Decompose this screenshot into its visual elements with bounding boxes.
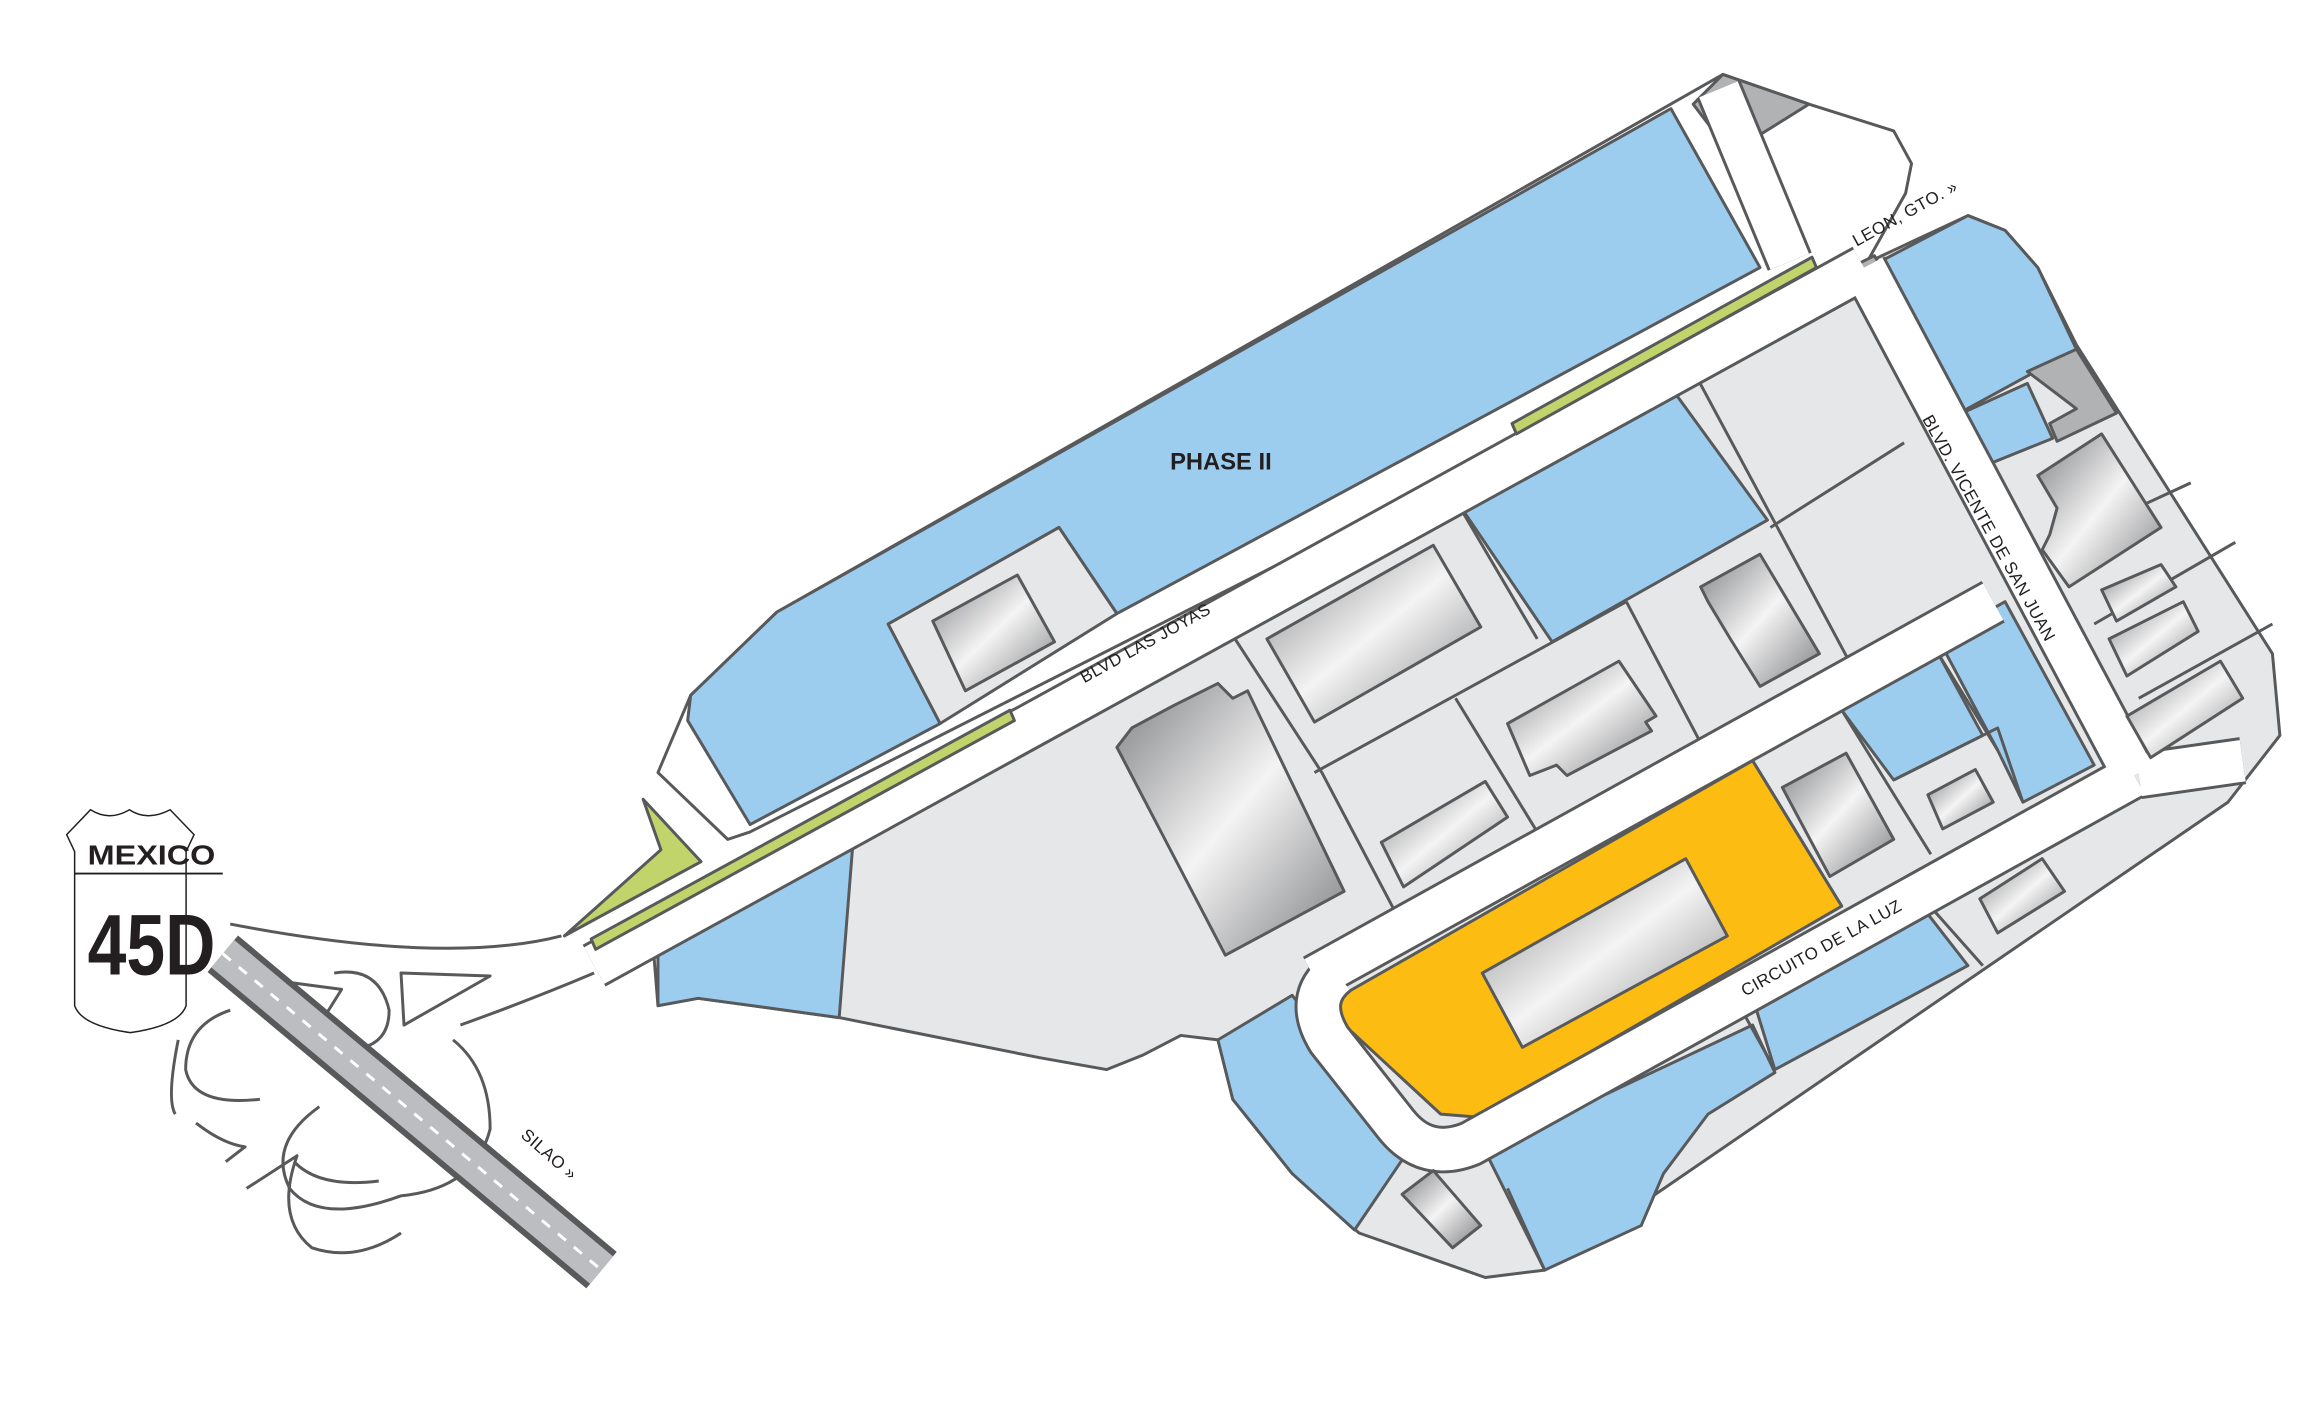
buildings: [931, 432, 2245, 1250]
building[interactable]: [1780, 751, 1896, 878]
shield-route: 45D: [88, 898, 216, 994]
phase-ii-label: PHASE II: [1170, 449, 1272, 476]
shield-country: MEXICO: [88, 839, 216, 871]
building[interactable]: [1699, 552, 1821, 688]
building[interactable]: [1506, 659, 1658, 777]
interchange-ramps: [169, 922, 595, 1255]
available-parcel[interactable]: [1483, 1023, 1777, 1272]
building[interactable]: [1400, 1169, 1483, 1250]
building[interactable]: [2036, 432, 2163, 589]
building[interactable]: [2107, 600, 2200, 678]
roads: [582, 80, 2247, 1174]
highway-shield: MEXICO 45D: [65, 808, 223, 1034]
median-strip: [589, 708, 1016, 951]
shield-icon: [65, 808, 195, 1034]
building[interactable]: [1265, 543, 1483, 724]
building[interactable]: [1115, 681, 1346, 957]
building[interactable]: [1926, 768, 1995, 831]
highway-45d: [207, 935, 617, 1289]
green-area: [562, 797, 703, 938]
building[interactable]: [931, 573, 1057, 693]
building[interactable]: [1480, 857, 1729, 1049]
building[interactable]: [2125, 659, 2245, 760]
building[interactable]: [1978, 857, 2066, 935]
reserved-parcel: [2025, 347, 2118, 443]
road-label-silao: SILAO »: [517, 1125, 581, 1184]
building[interactable]: [1379, 779, 1510, 889]
available-parcels: [656, 214, 2096, 1272]
median-strip: [1510, 255, 1818, 436]
building[interactable]: [2100, 563, 2178, 623]
available-parcel[interactable]: [1216, 993, 1413, 1232]
